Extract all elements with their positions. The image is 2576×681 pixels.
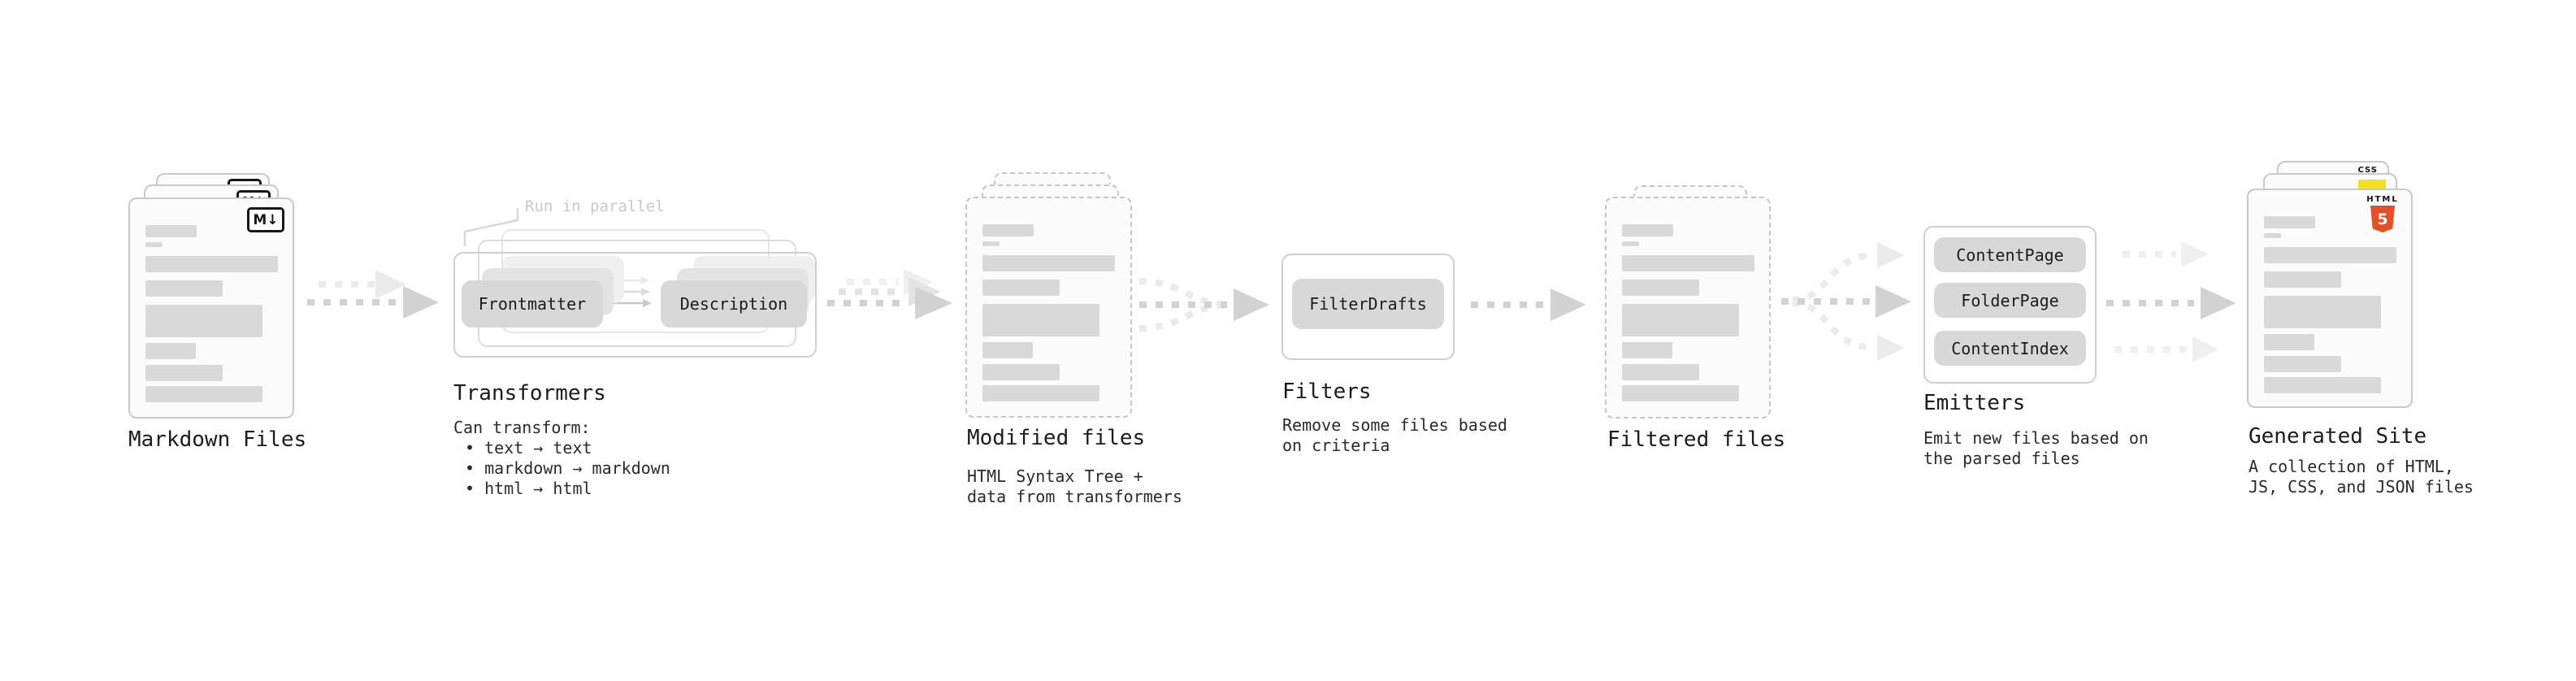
stage-label-emitters: Emitters <box>1923 391 2026 415</box>
modified-file-card-front <box>965 197 1132 418</box>
doc-line-bar <box>1622 241 1639 246</box>
doc-line-bar <box>982 255 1115 271</box>
transformer-box-front <box>453 252 817 358</box>
flow-arrow-modified-to-filters-merge <box>1138 278 1269 332</box>
doc-line-bar <box>145 343 196 359</box>
caption-line: JS, CSS, and JSON files <box>2249 477 2474 497</box>
flow-arrow-filtered-to-emitters-fanout <box>1781 242 1911 361</box>
markdown-icon: M↓ <box>247 207 284 232</box>
doc-line-bar <box>2264 271 2341 288</box>
doc-line-bar <box>982 342 1033 358</box>
filterdrafts-pill: FilterDrafts <box>1292 279 1444 329</box>
doc-line-bar <box>2264 377 2381 393</box>
caption-line: HTML Syntax Tree + <box>967 466 1143 486</box>
caption-line: data from transformers <box>967 487 1182 506</box>
frontmatter-pill: Frontmatter <box>462 280 603 327</box>
doc-line-bar <box>982 280 1060 296</box>
generated-file-card-front: HTML 5 <box>2247 189 2413 408</box>
filters-box <box>1281 254 1455 360</box>
caption-line: Can transform: <box>453 418 591 437</box>
doc-line-bar <box>1622 255 1754 271</box>
flow-arrow-emitters-to-generated <box>2106 241 2236 362</box>
contentindex-pill: ContentIndex <box>1934 331 2086 366</box>
doc-line-bar <box>145 225 197 237</box>
doc-line-bar <box>2264 334 2314 350</box>
stage-label-generated-site: Generated Site <box>2249 424 2427 449</box>
contentpage-pill: ContentPage <box>1934 237 2086 272</box>
caption-line: • markdown → markdown <box>465 458 670 478</box>
doc-line-bar <box>1622 364 1699 380</box>
stage-label-markdown-files: Markdown Files <box>128 427 307 452</box>
emitters-box <box>1923 226 2097 384</box>
markdown-file-card-front: M↓ <box>128 197 294 419</box>
caption-line: on criteria <box>1282 436 1390 455</box>
html5-icon-shield: 5 <box>2370 206 2395 232</box>
flow-arrow-transformers-to-modified <box>827 269 952 319</box>
doc-line-bar <box>2264 356 2341 372</box>
filtered-file-card-front <box>1605 197 1771 419</box>
caption-line: • html → html <box>465 479 592 498</box>
html5-icon-label: HTML <box>2366 195 2399 204</box>
parallel-note: Run in parallel <box>525 197 665 215</box>
doc-line-bar <box>982 224 1034 236</box>
generated-site-caption: A collection of HTML, JS, CSS, and JSON … <box>2249 457 2474 497</box>
doc-line-bar <box>2264 247 2396 263</box>
caption-line: the parsed files <box>1923 449 2080 468</box>
doc-line-bar <box>1622 385 1739 401</box>
doc-line-bar <box>145 242 163 247</box>
filters-caption: Remove some files based on criteria <box>1282 415 1507 456</box>
doc-line-bar <box>982 385 1099 401</box>
description-pill: Description <box>661 280 807 327</box>
transformers-caption: Can transform: • text → text • markdown … <box>453 418 670 499</box>
doc-line-bar <box>1622 342 1672 358</box>
stage-label-filtered-files: Filtered files <box>1607 427 1786 452</box>
caption-line: A collection of HTML, <box>2249 457 2454 476</box>
flow-arrow-filters-to-filtered <box>1471 288 1586 321</box>
caption-line: Emit new files based on <box>1923 428 2149 448</box>
stage-label-transformers: Transformers <box>453 381 606 406</box>
caption-line: • text → text <box>465 438 592 458</box>
html5-icon: HTML 5 <box>2364 195 2401 232</box>
modified-files-caption: HTML Syntax Tree + data from transformer… <box>967 466 1182 507</box>
doc-line-bar <box>145 305 262 337</box>
doc-line-bar <box>1622 280 1699 296</box>
doc-line-bar <box>145 386 262 402</box>
doc-line-bar <box>2264 296 2381 328</box>
emitters-caption: Emit new files based on the parsed files <box>1923 428 2149 469</box>
doc-line-bar <box>145 365 223 381</box>
caption-line: Remove some files based <box>1282 415 1507 435</box>
doc-line-bar <box>1622 224 1673 236</box>
stage-label-modified-files: Modified files <box>967 426 1146 450</box>
doc-line-bar <box>982 364 1060 380</box>
doc-line-bar <box>982 304 1099 336</box>
doc-line-bar <box>1622 304 1739 336</box>
stage-label-filters: Filters <box>1282 380 1372 404</box>
doc-line-bar <box>145 280 223 297</box>
doc-line-bar <box>982 241 1000 246</box>
doc-line-bar <box>2264 216 2315 228</box>
doc-line-bar <box>2264 233 2281 238</box>
flow-arrow-markdown-to-transformers <box>307 270 439 319</box>
doc-line-bar <box>145 256 278 272</box>
folderpage-pill: FolderPage <box>1934 283 2086 318</box>
